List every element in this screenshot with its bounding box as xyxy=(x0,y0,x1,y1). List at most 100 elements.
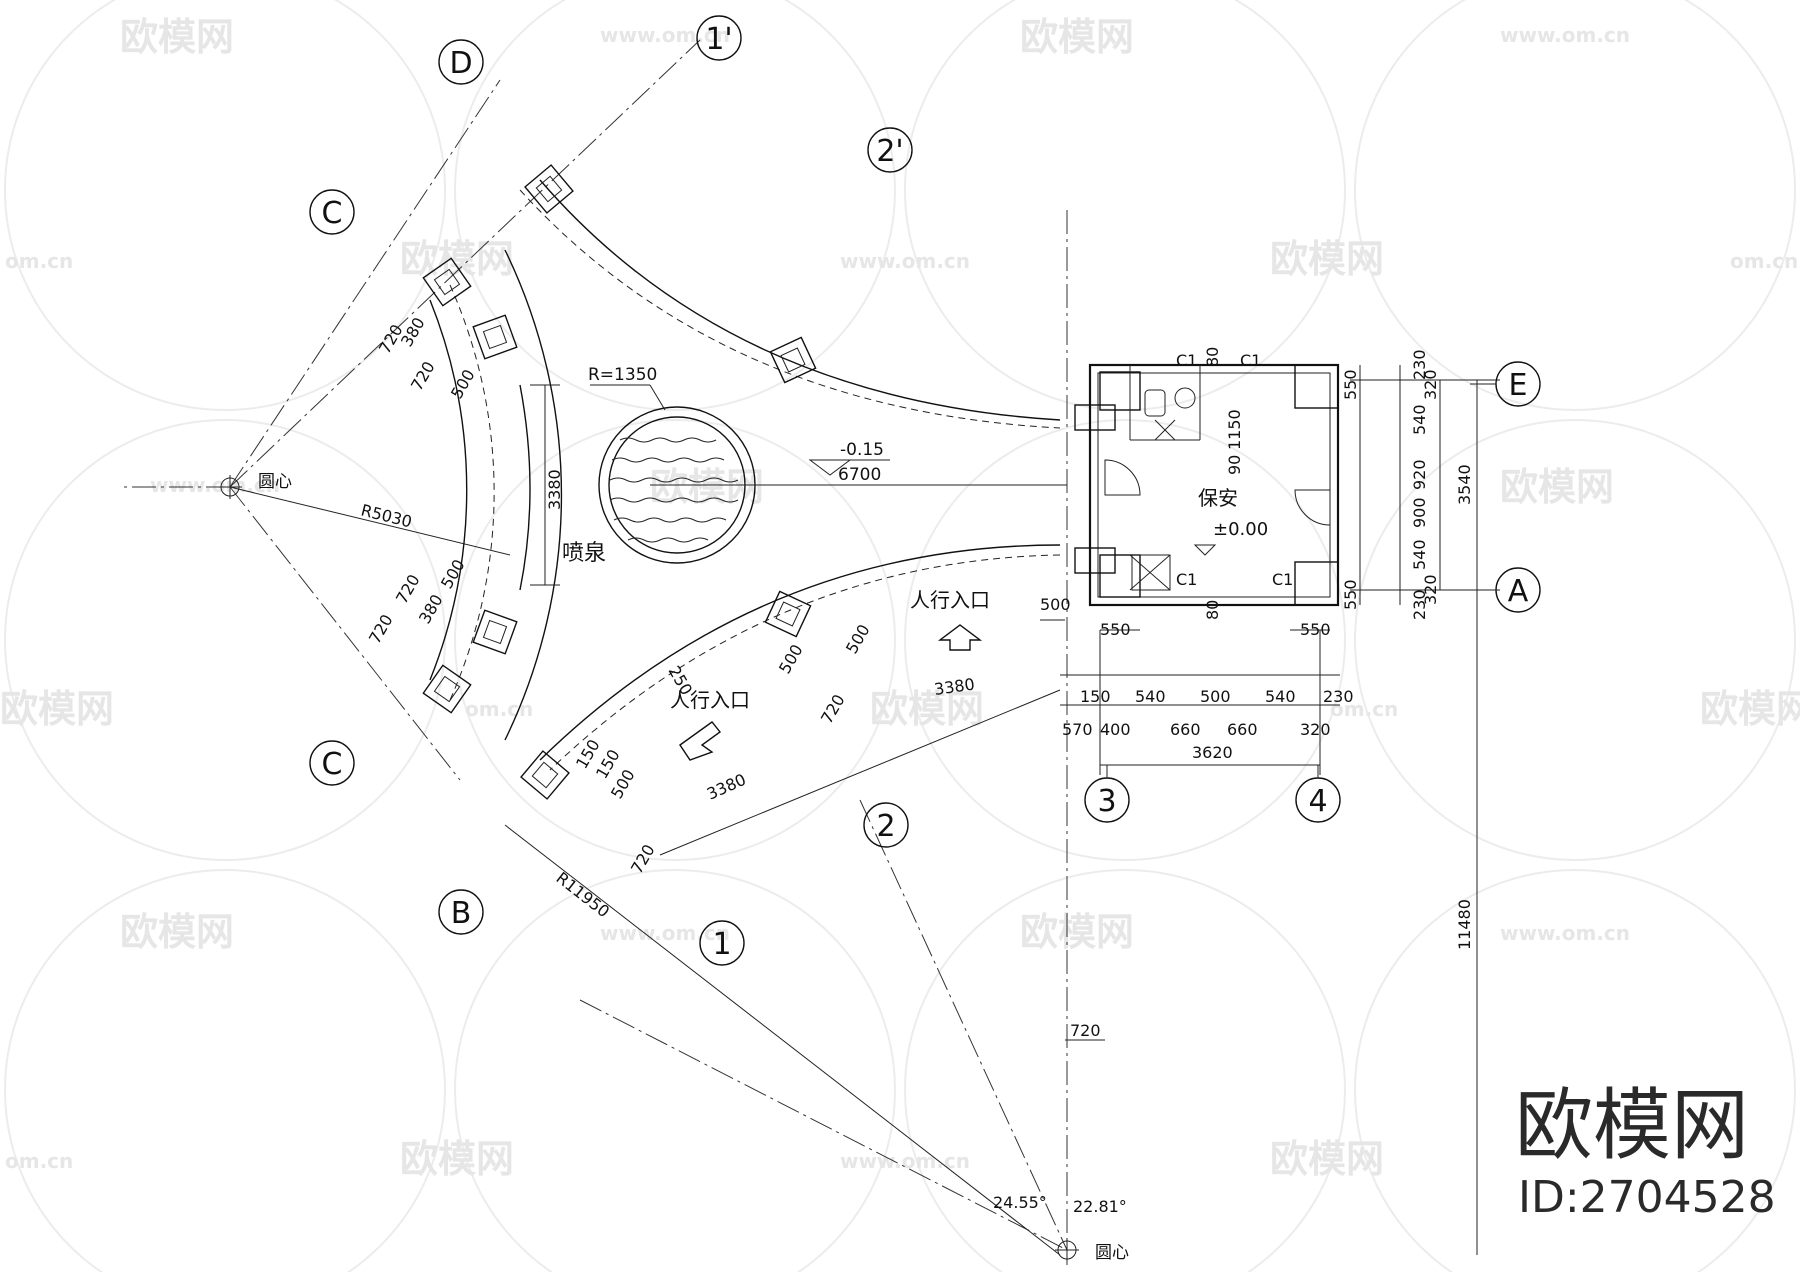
dim-320: 320 xyxy=(1421,574,1440,605)
grid-label-2p: 2' xyxy=(876,134,903,169)
pedestrian-entrance-label: 人行入口 xyxy=(670,688,750,712)
fountain-radius-label: R=1350 xyxy=(588,365,657,385)
inner-colonnade xyxy=(422,249,563,741)
watermark-brand: 欧模网 xyxy=(120,910,234,954)
dim-230: 230 xyxy=(1410,589,1429,620)
entrance-arrow-icon xyxy=(937,624,983,651)
dim-500: 500 xyxy=(1040,595,1071,614)
axis-lines xyxy=(120,39,1478,1265)
dim-500: 500 xyxy=(437,556,469,592)
window-c1-label: C1 xyxy=(1240,351,1261,370)
entrances: 人行入口 人行入口 -0.15 6700 xyxy=(670,440,990,761)
dim-1150: 1150 xyxy=(1225,409,1244,450)
dim-500: 500 xyxy=(842,621,874,657)
angle-label: 22.81° xyxy=(1073,1197,1127,1216)
entrance-arrow-icon xyxy=(679,721,722,761)
radius-r5030: R5030 xyxy=(359,500,414,531)
right-dimension-stack: 550 550 230 320 540 920 900 540 320 230 … xyxy=(1341,349,1500,950)
dim-320: 320 xyxy=(1421,369,1440,400)
watermark-site: www.om.cn xyxy=(840,249,970,273)
watermark-brand: 欧模网 xyxy=(1700,687,1800,731)
dim-540: 540 xyxy=(1265,687,1296,706)
radial-axis-d xyxy=(229,39,701,488)
dim-550: 550 xyxy=(1341,369,1360,400)
dim-400: 400 xyxy=(1100,720,1131,739)
brand-block: 欧模网 ID:2704528 xyxy=(1515,1081,1776,1223)
center-label: 圆心 xyxy=(1095,1243,1129,1263)
dim-3380: 3380 xyxy=(704,770,749,804)
toilet-icon xyxy=(1144,389,1166,417)
radial-axis-1 xyxy=(579,999,1068,1251)
dim-720: 720 xyxy=(1070,1021,1101,1040)
dim-550: 550 xyxy=(1341,579,1360,610)
dim-550: 550 xyxy=(1300,620,1331,639)
angle-label: 24.55° xyxy=(993,1193,1047,1212)
dim-720: 720 xyxy=(407,358,439,394)
watermark-brand: 欧模网 xyxy=(400,237,514,281)
basin-icon xyxy=(1174,387,1196,409)
dim-3380: 3380 xyxy=(545,469,564,510)
dim-11480: 11480 xyxy=(1455,899,1474,950)
dim-550: 550 xyxy=(1100,620,1131,639)
dim-500: 500 xyxy=(1200,687,1231,706)
watermark-site: www.om.cn xyxy=(150,473,280,497)
dim-660: 660 xyxy=(1170,720,1201,739)
grid-label-3: 3 xyxy=(1097,784,1116,819)
watermark-site: www.om.cn xyxy=(1500,23,1630,47)
watermark-brand: 欧模网 xyxy=(0,687,114,731)
dim-720: 720 xyxy=(392,571,424,607)
radial-axis-2 xyxy=(859,799,1068,1251)
grid-label-1p: 1' xyxy=(705,22,732,57)
dim-3620: 3620 xyxy=(1192,743,1233,762)
guard-room: 保安 ±0.00 C1 C1 C1 C1 80 80 1150 90 xyxy=(1074,347,1340,620)
dim-570: 570 xyxy=(1062,720,1093,739)
guard-room-label: 保安 xyxy=(1198,486,1238,510)
dim-920: 920 xyxy=(1410,459,1429,490)
radial-dimensions: R5030 R11950 3380 3380 3380 720 380 720 … xyxy=(229,314,1061,1256)
dim-720: 720 xyxy=(365,611,397,647)
dim-320: 320 xyxy=(1300,720,1331,739)
grid-label-4: 4 xyxy=(1308,784,1327,819)
dim-720: 720 xyxy=(817,691,849,727)
plaza-level-label: -0.15 xyxy=(840,440,884,460)
watermark-site: om.cn xyxy=(1330,697,1398,721)
watermark-site: om.cn xyxy=(1730,249,1798,273)
fountain-label: 喷泉 xyxy=(562,541,606,566)
dim-230: 230 xyxy=(1323,687,1354,706)
dim-500: 500 xyxy=(775,641,807,677)
room-level-label: ±0.00 xyxy=(1213,519,1268,540)
dim-3540: 3540 xyxy=(1455,464,1474,505)
grid-label-c: C xyxy=(322,747,343,782)
dim-540: 540 xyxy=(1410,404,1429,435)
center-marks: 圆心 圆心 24.55° 22.81° xyxy=(218,472,1129,1263)
dim-80: 80 xyxy=(1203,600,1222,620)
watermark-site: www.om.cn xyxy=(840,1149,970,1173)
grid-label-2: 2 xyxy=(876,809,895,844)
dim-540: 540 xyxy=(1135,687,1166,706)
watermark-brand: 欧模网 xyxy=(1270,1137,1384,1181)
watermark-site: www.om.cn xyxy=(1500,921,1630,945)
watermark-site: www.om.cn xyxy=(600,23,730,47)
dim-660: 660 xyxy=(1227,720,1258,739)
dim-230: 230 xyxy=(1410,349,1429,380)
dim-900: 900 xyxy=(1410,497,1429,528)
dim-80: 80 xyxy=(1203,347,1222,367)
brand-id: ID:2704528 xyxy=(1518,1172,1776,1223)
grid-label-a: A xyxy=(1508,574,1529,609)
dim-90: 90 xyxy=(1225,455,1244,475)
radial-axis-c-bottom xyxy=(229,486,461,781)
radial-axis-c-top xyxy=(229,79,501,488)
watermark-brand: 欧模网 xyxy=(1020,15,1134,59)
dim-500: 500 xyxy=(447,366,479,402)
dim-150: 150 xyxy=(1080,687,1111,706)
grid-label-e: E xyxy=(1509,368,1528,403)
window-c1-label: C1 xyxy=(1272,570,1293,589)
center-label: 圆心 xyxy=(258,472,292,492)
pedestrian-entrance-label: 人行入口 xyxy=(910,588,990,612)
grid-label-c: C xyxy=(322,196,343,231)
grid-label-d: D xyxy=(449,46,472,81)
grid-label-1: 1 xyxy=(712,927,731,962)
watermark-brand: 欧模网 xyxy=(1500,465,1614,509)
